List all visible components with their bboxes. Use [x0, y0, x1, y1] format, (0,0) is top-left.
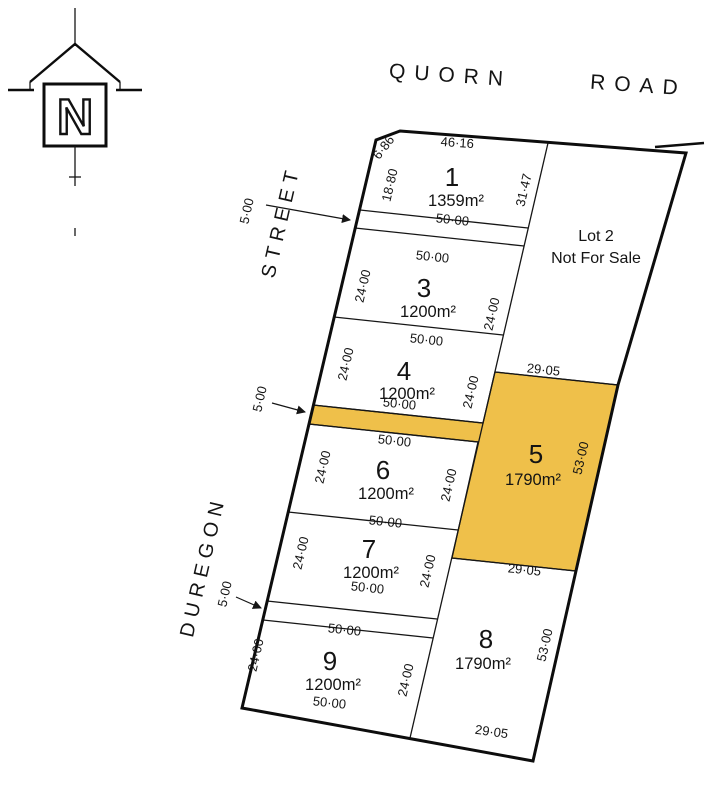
lot-8-number: 8 — [479, 624, 493, 654]
lot-4-area: 1200m² — [379, 385, 435, 403]
lot-7-number: 7 — [362, 534, 376, 564]
lot-9-area: 1200m² — [305, 676, 361, 694]
north-box — [42, 82, 108, 148]
lot-labels: 1 1359m² 3 1200m² 4 1200m² 5 1790m² 6 12… — [305, 162, 641, 694]
dim-lot1-south: 50·00 — [435, 210, 470, 228]
street-label-street: STREET — [258, 163, 305, 280]
lot3-north-line — [354, 227, 525, 247]
dim-lot7-east: 24·00 — [417, 553, 439, 589]
lot6-north-line — [308, 423, 479, 443]
dim-lot6-east: 24·00 — [438, 467, 460, 503]
five-arrow-1 — [265, 204, 351, 224]
dim-lot3-west: 24·00 — [352, 268, 374, 304]
dim-handle-lot2: 5·00 — [236, 197, 256, 226]
dim-lot1-street-frontage: 18·80 — [379, 167, 401, 203]
dim-lot8-south: 29·05 — [474, 722, 509, 741]
dim-lot9-north: 50·00 — [327, 620, 362, 638]
lot5-north-line — [494, 371, 619, 386]
dimension-labels: 6·86 46·16 18·80 31·47 50·00 50·00 50·00… — [214, 132, 591, 741]
five-arrow-3 — [235, 596, 262, 609]
lot-6-area: 1200m² — [358, 485, 414, 503]
dim-lot6-north: 50·00 — [377, 431, 412, 449]
dim-lot4-east: 24·00 — [460, 374, 482, 410]
dim-lot7-north: 50·00 — [368, 512, 403, 530]
five-metre-arrows — [235, 204, 351, 609]
dim-lot1-road-frontage: 46·16 — [440, 134, 474, 151]
dim-lot9-west: 24·00 — [245, 637, 267, 673]
dim-lot9-south: 50·00 — [312, 693, 347, 711]
north-letter: N — [57, 89, 93, 145]
dim-lot8-east: 53·00 — [534, 627, 556, 663]
lot-grid-lines — [262, 142, 619, 739]
dim-lot7-south: 50·00 — [350, 578, 385, 596]
lot-6-number: 6 — [376, 455, 390, 485]
north-arrow-icon: N — [8, 8, 142, 236]
dim-lot9-east: 24·00 — [395, 662, 417, 698]
lot6-lot7-line — [287, 511, 459, 531]
lot-5-area: 1790m² — [505, 471, 561, 489]
plan-boundary — [240, 129, 688, 763]
dim-lot3-north: 50·00 — [415, 247, 450, 265]
dim-handle-lot8: 5·00 — [214, 580, 234, 609]
lot9-north-line — [262, 619, 434, 639]
lot-9-number: 9 — [323, 646, 337, 676]
lot-3-area: 1200m² — [400, 303, 456, 321]
lot-2-note: Not For Sale — [551, 250, 641, 267]
dim-lot7-west: 24·00 — [290, 535, 312, 571]
lot7-south-line — [266, 600, 438, 620]
lot-4-number: 4 — [397, 356, 411, 386]
dim-handle-lot5: 5·00 — [249, 385, 269, 414]
dim-lot5-south: 29·05 — [507, 560, 542, 578]
dim-lot4-west: 24·00 — [335, 346, 357, 382]
street-label-duregon: DUREGON — [176, 494, 230, 639]
dim-lot5-north: 29·05 — [526, 360, 561, 378]
lot3-lot4-line — [333, 316, 504, 336]
road-edge-continuation — [654, 141, 705, 149]
lot4-south-line — [312, 404, 484, 424]
lot-1-area: 1359m² — [428, 192, 484, 210]
lot-8-area: 1790m² — [455, 655, 511, 673]
lot-5-number: 5 — [529, 439, 543, 469]
lot-3-number: 3 — [417, 273, 431, 303]
lot-2-name: Lot 2 — [578, 228, 614, 245]
lot1-south-line — [359, 209, 529, 229]
dim-lot5-east: 53·00 — [570, 440, 592, 476]
dim-lot3-east: 24·00 — [481, 296, 503, 332]
dim-lot6-west: 24·00 — [312, 449, 334, 485]
dim-chamfer: 6·86 — [370, 132, 398, 162]
lot-7-area: 1200m² — [343, 564, 399, 582]
north-roof — [29, 42, 121, 83]
road-label-quorn: QUORN — [388, 60, 512, 92]
rear-column-line — [409, 142, 549, 739]
dim-lot4-north: 50·00 — [409, 330, 444, 348]
lot-1-number: 1 — [445, 162, 459, 192]
dim-lot1-east: 31·47 — [513, 172, 535, 208]
road-label-road: ROAD — [589, 71, 687, 101]
lot5-lot8-line — [451, 557, 577, 572]
dim-lot4-south: 50·00 — [382, 394, 417, 412]
five-arrow-2 — [271, 402, 306, 415]
